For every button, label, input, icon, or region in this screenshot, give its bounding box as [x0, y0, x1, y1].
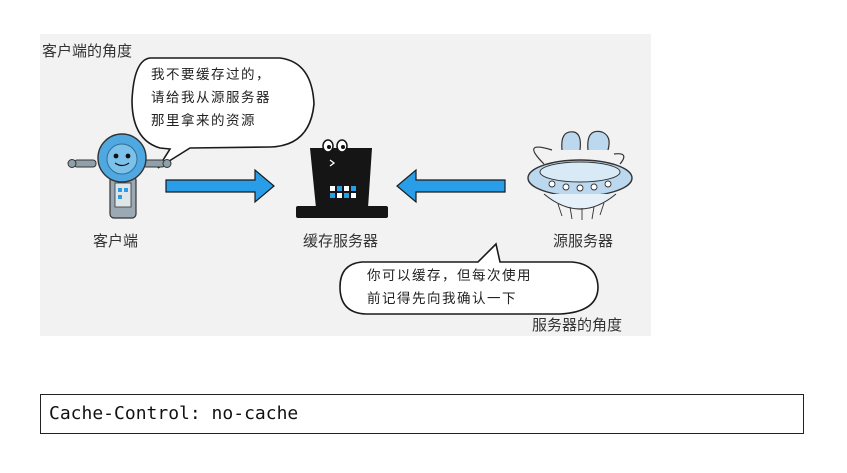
- client-label: 客户端: [93, 232, 139, 250]
- server-speech-bubble: [339, 242, 599, 315]
- origin-server-label: 源服务器: [553, 232, 614, 250]
- server-view-caption: 服务器的角度: [532, 316, 623, 334]
- server-bubble-line: 前记得先向我确认一下: [367, 291, 517, 307]
- request-arrow: [165, 168, 275, 204]
- client-bubble-line: 请给我从源服务器: [151, 90, 271, 106]
- client-bubble-text: 我不要缓存过的， 请给我从源服务器 那里拿来的资源: [151, 64, 271, 133]
- origin-server-ufo-icon: [527, 130, 633, 220]
- code-box: Cache-Control: no-cache: [40, 394, 804, 434]
- origin-arrow: [396, 168, 506, 204]
- diagram-illustration: [67, 57, 633, 315]
- server-bubble-line: 你可以缓存，但每次使用: [367, 268, 532, 284]
- client-view-caption: 客户端的角度: [42, 42, 133, 60]
- client-bubble-line: 那里拿来的资源: [151, 113, 256, 129]
- client-bubble-line: 我不要缓存过的，: [151, 67, 271, 83]
- cache-control-header-code: Cache-Control: no-cache: [49, 403, 299, 424]
- client-speech-bubble: [131, 57, 315, 169]
- server-bubble-text: 你可以缓存，但每次使用 前记得先向我确认一下: [367, 265, 532, 311]
- client-robot-icon: [67, 133, 172, 219]
- cache-server-hat-icon: [296, 139, 388, 218]
- cache-server-label: 缓存服务器: [303, 232, 379, 250]
